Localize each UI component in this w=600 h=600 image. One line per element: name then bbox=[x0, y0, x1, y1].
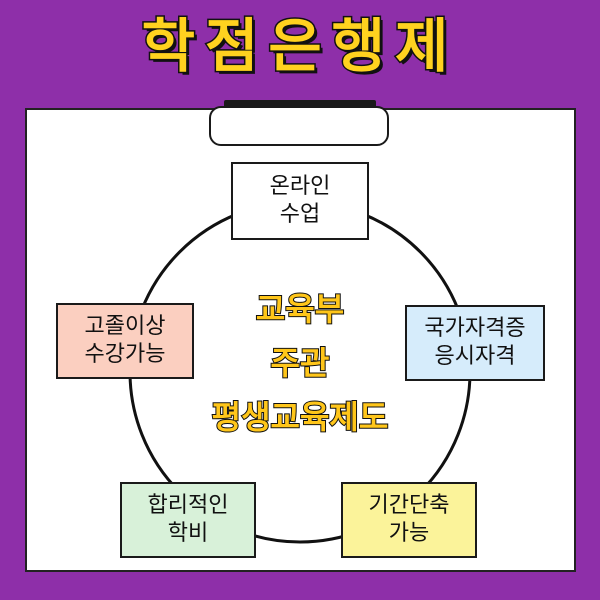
node-national-certificate: 국가자격증 응시자격 bbox=[405, 305, 545, 381]
center-line-3: 평생교육제도 bbox=[211, 397, 390, 437]
center-line-2: 주관 bbox=[270, 343, 331, 383]
node-shorten-line-1: 기간단축 bbox=[368, 493, 450, 518]
node-certificate-line-2: 응시자격 bbox=[434, 344, 516, 369]
node-fee-line-2: 학비 bbox=[167, 521, 209, 546]
clipboard-clip bbox=[209, 106, 389, 146]
node-online-line-1: 온라인 bbox=[269, 174, 331, 199]
node-highschool-line-2: 수강가능 bbox=[84, 342, 166, 367]
node-highschool-graduate: 고졸이상 수강가능 bbox=[56, 303, 194, 379]
node-online-line-2: 수업 bbox=[279, 202, 321, 227]
node-shorten-line-2: 가능 bbox=[388, 521, 430, 546]
node-certificate-line-1: 국가자격증 bbox=[424, 316, 526, 341]
node-fee-line-1: 합리적인 bbox=[147, 493, 229, 518]
node-period-shortening: 기간단축 가능 bbox=[341, 482, 477, 558]
center-line-1: 교육부 bbox=[255, 289, 345, 329]
node-reasonable-tuition: 합리적인 학비 bbox=[120, 482, 256, 558]
node-online-class: 온라인 수업 bbox=[231, 162, 369, 240]
center-label: 교육부 주관 평생교육제도 bbox=[170, 282, 430, 444]
node-highschool-line-1: 고졸이상 bbox=[84, 314, 166, 339]
page-title: 학점은행제 bbox=[140, 11, 459, 82]
